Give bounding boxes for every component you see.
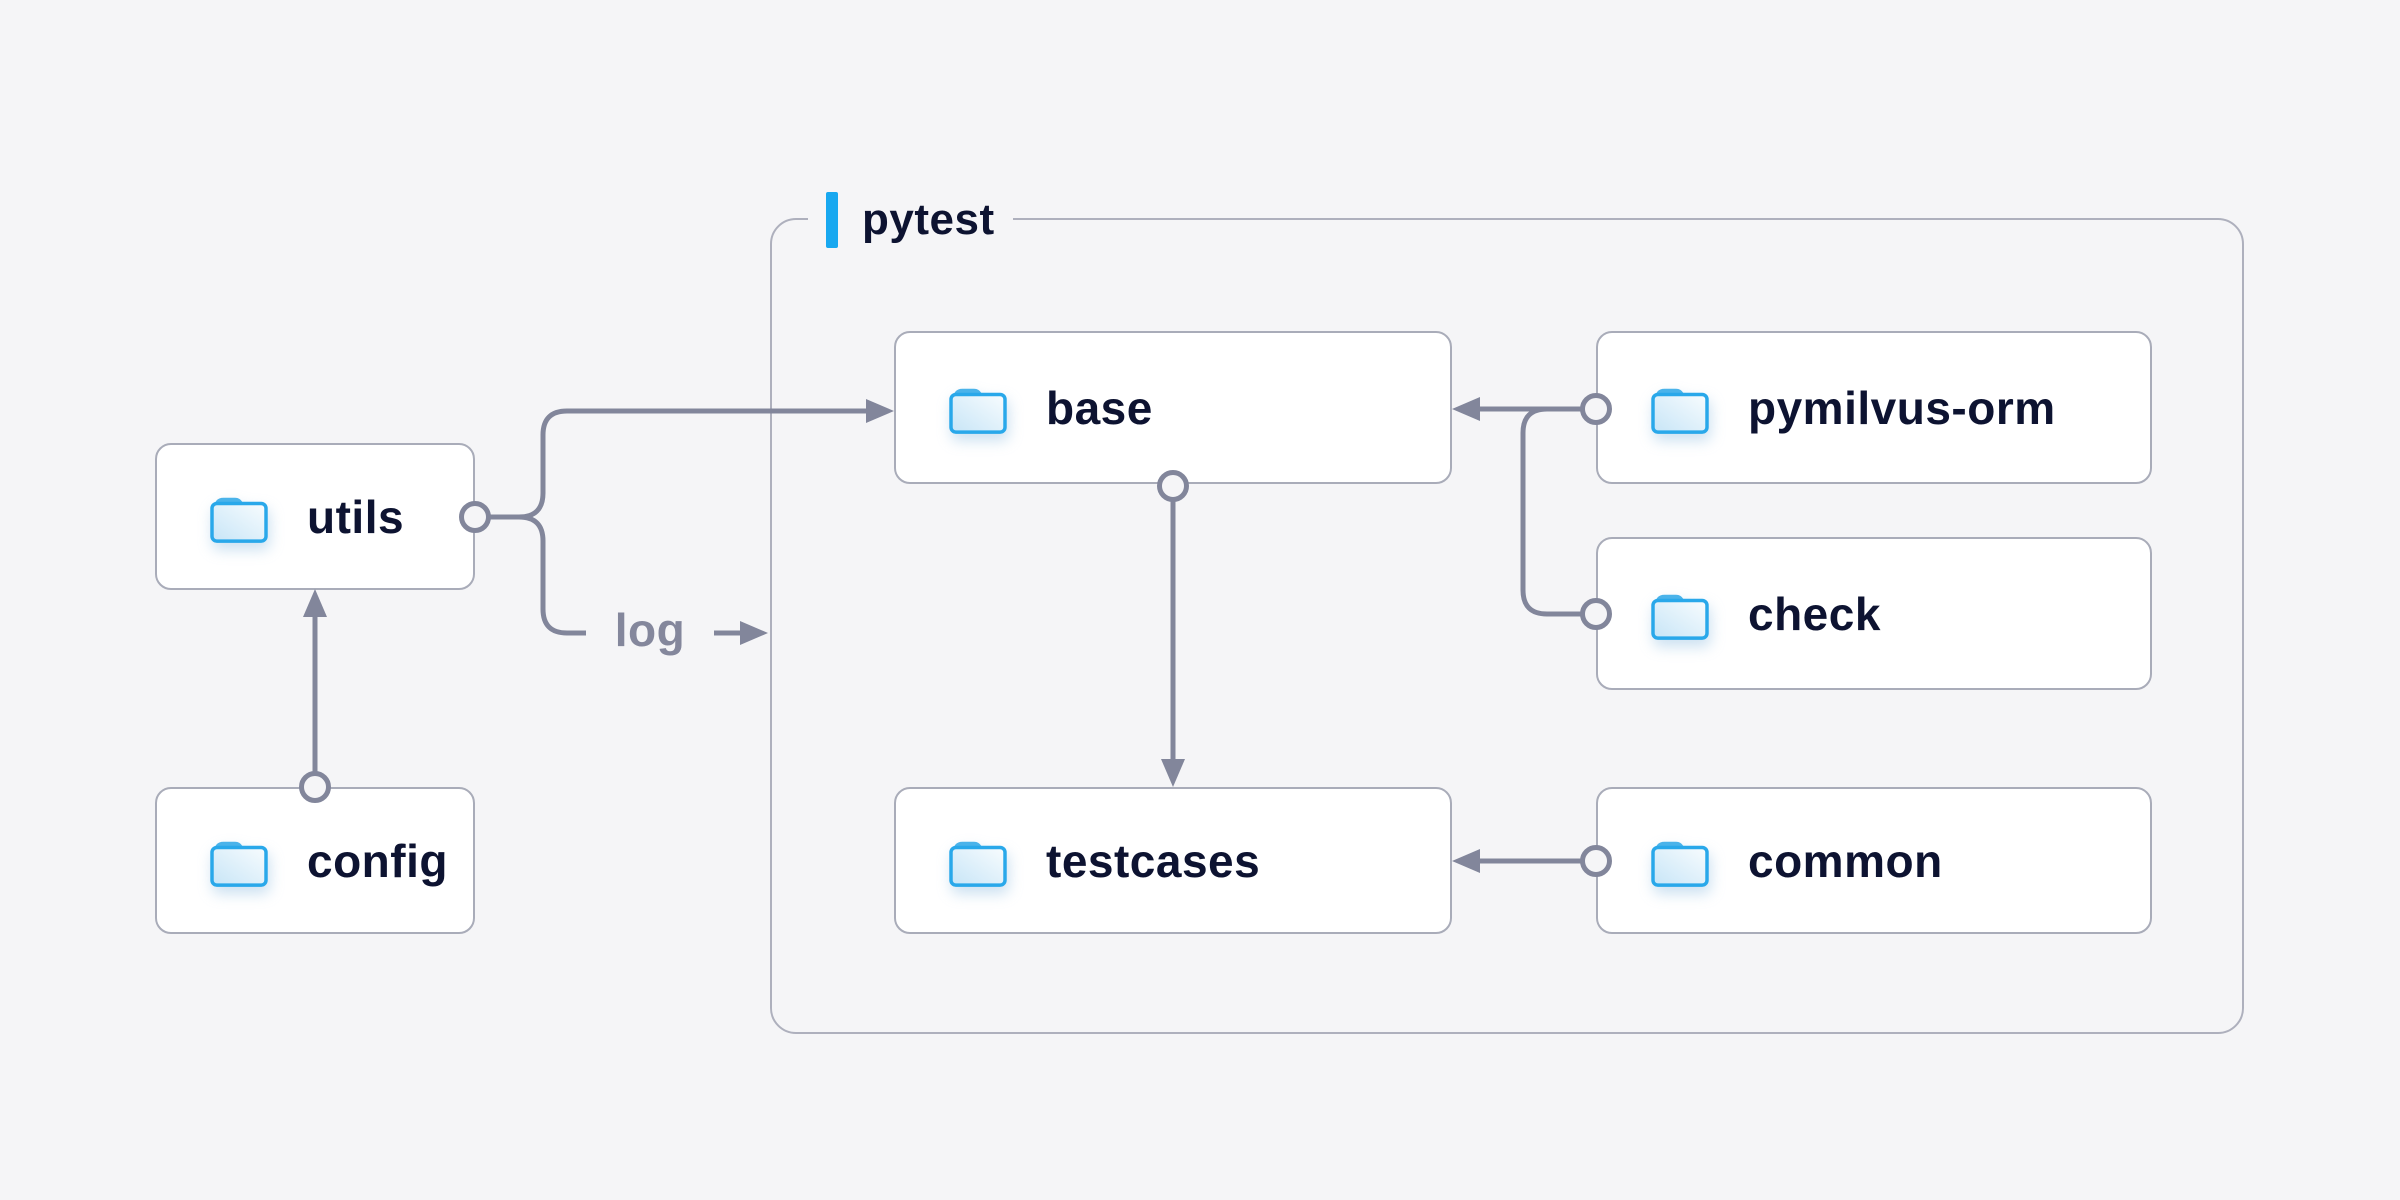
edge-label-log: log [614,604,686,656]
folder-icon [1648,587,1712,641]
node-config: config [155,787,475,934]
pytest-group: pytest [770,190,2244,1034]
node-label: pymilvus-orm [1748,381,2056,434]
folder-icon [1648,381,1712,435]
folder-icon [1648,834,1712,888]
node-common: common [1596,787,2152,934]
group-label-text: pytest [862,195,995,244]
node-label: testcases [1046,834,1261,887]
node-utils: utils [155,443,475,590]
folder-icon [946,834,1010,888]
node-label: config [307,834,448,887]
pytest-group-label: pytest [808,190,1013,250]
folder-icon [946,381,1010,435]
node-check: check [1596,537,2152,690]
arrowhead-up-icon [303,589,327,617]
node-label: check [1748,587,1881,640]
arrowhead-right-icon [740,621,768,645]
folder-icon [207,834,271,888]
node-label: common [1748,834,1943,887]
node-testcases: testcases [894,787,1452,934]
folder-icon [207,490,271,544]
node-label: utils [307,490,405,543]
node-label: base [1046,381,1153,434]
node-base: base [894,331,1452,484]
node-pymilvus-orm: pymilvus-orm [1596,331,2152,484]
accent-bar [826,192,838,248]
edge-config-utils [299,589,331,803]
